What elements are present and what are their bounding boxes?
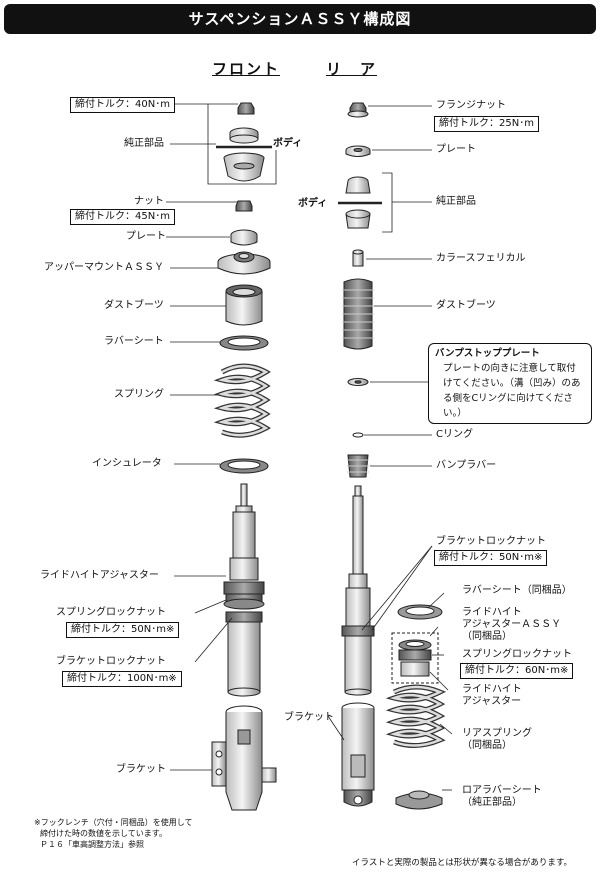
rear-lower-rubber-seat [395, 790, 443, 810]
rear-plate-label: プレート [436, 144, 476, 155]
rear-ride-height-assy [391, 632, 439, 684]
front-insulator [219, 458, 269, 474]
rear-ride-height-adj-line1: ライドハイト [462, 684, 522, 695]
front-upper-mount [217, 251, 271, 275]
rear-c-ring-label: Cリング [436, 429, 473, 440]
front-torque-nut: 締付トルク：45N･m [70, 209, 175, 225]
header-rear: リ ア [326, 60, 378, 78]
front-bracket [211, 705, 277, 811]
front-torque-spring-lock: 締付トルク：50N･m※ [66, 622, 180, 638]
front-upper-mount-label: アッパーマウントＡＳＳＹ [44, 262, 164, 273]
rear-c-ring [352, 432, 364, 438]
front-torque-bracket-lock: 締付トルク：100N･m※ [62, 671, 182, 687]
bump-stop-note-text: プレートの向きに注意して取付けてください。（溝（凹み）のある側をCリングに向けて… [443, 363, 581, 419]
front-bracket-label: ブラケット [116, 764, 166, 775]
rear-spring-lock-nut-label: スプリングロックナット [462, 649, 572, 660]
rear-torque-flange: 締付トルク：25N･m [434, 116, 539, 132]
front-torque-top: 締付トルク：40N･m [70, 97, 175, 113]
rear-ride-height-adj-line2: アジャスター [462, 696, 522, 707]
footnote-line2: 締付けた時の数値を示しています。 [40, 829, 167, 838]
rear-bump-stop-plate [347, 378, 369, 386]
front-genuine-mount [216, 127, 272, 182]
rear-collar-label: カラースフェリカル [436, 253, 526, 264]
rear-ride-height-assy-line3: （同梱品） [462, 631, 512, 642]
footnote-line1: ※フックレンチ（穴付・同梱品）を使用して [34, 818, 193, 827]
rear-spring-inner [389, 685, 444, 747]
rear-collar [352, 249, 364, 267]
front-dust-boot [225, 284, 263, 326]
footnote-line3: Ｐ１６「車高調整方法」参照 [40, 840, 144, 849]
rear-bracket [341, 702, 375, 807]
front-plate-label: プレート [126, 231, 166, 242]
rear-rubber-seat-label: ラバーシート（同梱品） [462, 585, 572, 596]
front-insulator-label: インシュレータ [92, 458, 162, 469]
rear-spring-line1: リアスプリング [462, 728, 532, 739]
bump-stop-note-box: バンプストッププレート プレートの向きに注意して取付けてください。（溝（凹み）の… [428, 343, 592, 424]
front-spring-inner [217, 364, 269, 437]
rear-rubber-seat [397, 604, 443, 620]
rear-body-label: ボディ [298, 198, 328, 209]
rear-flange-nut [347, 102, 369, 118]
rear-torque-bracket-lock: 締付トルク：50N･m※ [434, 550, 548, 566]
front-nut [235, 200, 253, 212]
rear-dust-boot [342, 278, 374, 350]
rear-bump-rubber [347, 454, 369, 478]
front-ride-height-adjuster-label: ライドハイトアジャスター [40, 570, 159, 581]
disclaimer: イラストと実際の製品とは形状が異なる場合があります。 [352, 858, 572, 868]
rear-ride-height-assy-line2: アジャスターＡＳＳＹ [462, 619, 562, 630]
page-title: サスペンションＡＳＳＹ構成図 [188, 10, 412, 28]
rear-lower-rubber-line1: ロアラバーシート [462, 785, 542, 796]
rear-torque-spring-lock: 締付トルク：60N･m※ [460, 663, 574, 679]
header-front: フロント [212, 60, 281, 78]
front-nut-label: ナット [134, 196, 164, 207]
rear-lower-rubber-line2: （純正部品） [462, 797, 522, 808]
title-banner: サスペンションＡＳＳＹ構成図 [4, 4, 596, 34]
rear-shock [341, 485, 375, 696]
front-bracket-lock-nut-label: ブラケットロックナット [56, 656, 166, 667]
rear-flange-nut-label: フランジナット [436, 100, 506, 111]
rear-plate [345, 145, 371, 157]
front-spring-lock-nut-label: スプリングロックナット [56, 607, 166, 618]
front-rubber-seat [219, 335, 269, 351]
front-body-label: ボディ [273, 138, 303, 149]
rear-bump-rubber-label: バンプラバー [436, 460, 497, 471]
rear-genuine-label: 純正部品 [436, 196, 476, 207]
rear-dust-boot-label: ダストブーツ [436, 300, 496, 311]
rear-bracket-label: ブラケット [284, 712, 334, 723]
bump-stop-plate-label: バンプストッププレート [435, 348, 540, 359]
leader-lines [163, 103, 453, 791]
front-rubber-seat-label: ラバーシート [104, 336, 164, 347]
rear-genuine-bushing [338, 176, 382, 229]
rear-bracket-lock-nut-label: ブラケットロックナット [436, 536, 546, 547]
front-shock [223, 483, 265, 697]
front-top-nut [237, 102, 255, 115]
front-genuine-label: 純正部品 [124, 138, 164, 149]
front-spring-label: スプリング [114, 389, 164, 400]
rear-spring-line2: （同梱品） [462, 740, 512, 751]
front-plate [230, 229, 258, 246]
front-dust-boot-label: ダストブーツ [104, 300, 164, 311]
rear-ride-height-assy-line1: ライドハイト [462, 607, 522, 618]
